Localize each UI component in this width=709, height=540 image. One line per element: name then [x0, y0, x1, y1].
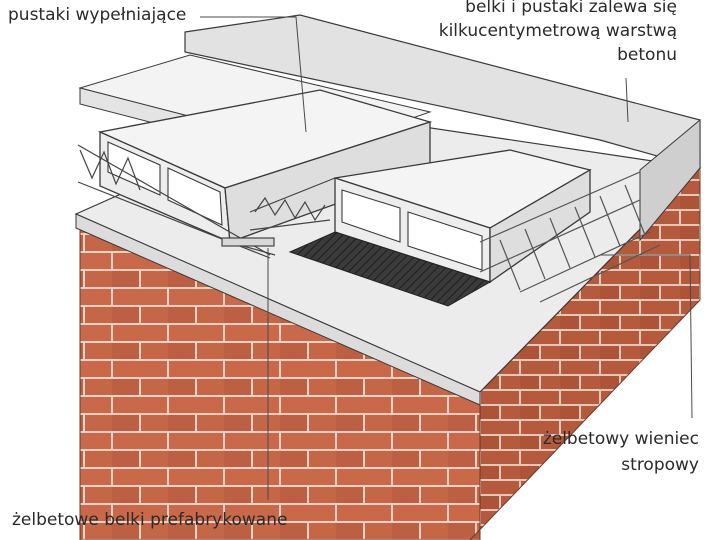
- leader-ring-beam: [600, 254, 693, 419]
- poured-concrete-band-side: [639, 118, 701, 242]
- ring-beam-rebar-cage: [479, 171, 661, 303]
- leader-lines: [200, 16, 693, 500]
- prefab-beam-mid: [249, 177, 336, 231]
- label-hollow-blocks: pustaki wypełniające: [8, 5, 187, 25]
- label-pour-concrete-line1: belki i pustaki zalewa się: [465, 0, 677, 17]
- prefab-beam-left: [77, 144, 276, 259]
- hollow-block-right-side: [489, 168, 591, 284]
- block-void: [167, 167, 223, 226]
- block-void: [341, 189, 401, 243]
- label-ring-beam-line2: stropowy: [621, 455, 699, 475]
- wall-crown-edge: [75, 213, 481, 406]
- label-ring-beam-line1: żelbetowy wieniec: [542, 429, 699, 449]
- label-pour-concrete-line2: kilkucentymetrową warstwą: [438, 21, 677, 41]
- label-pour-concrete-line3: betonu: [617, 45, 677, 65]
- label-prefab-beams: żelbetowe belki prefabrykowane: [12, 510, 288, 530]
- leader-poured-concrete: [625, 77, 629, 123]
- block-void: [407, 211, 483, 271]
- slab-opening: [288, 231, 492, 307]
- leader-hollow-blocks: [200, 16, 307, 133]
